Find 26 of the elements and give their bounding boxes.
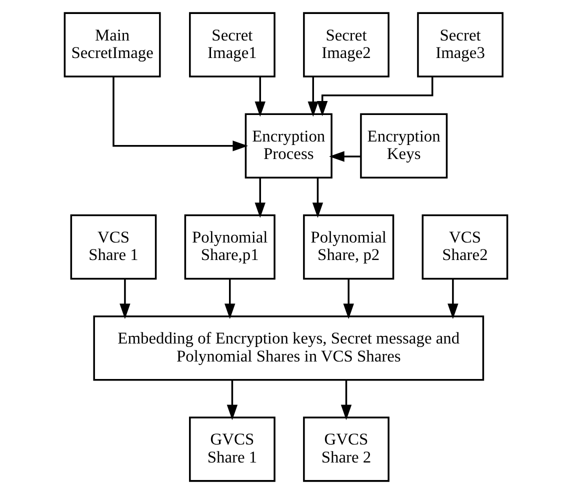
node-box: Secret Image2 (303, 12, 390, 78)
arrow (308, 76, 318, 117)
arrow (343, 278, 354, 319)
arrow (340, 380, 352, 420)
node-box: GVCS Share 2 (303, 416, 390, 482)
node-box: Main SecretImage (64, 12, 161, 78)
node-box: VCS Share2 (422, 214, 508, 280)
arrow (329, 151, 361, 162)
arrow (317, 77, 434, 116)
arrow (224, 278, 236, 319)
arrow (448, 278, 458, 319)
arrow (312, 178, 324, 218)
node-box: Polynomial Share, p2 (303, 214, 394, 280)
node-box: Embedding of Encryption keys, Secret message and Polynomial Shares in VCS Shares (93, 315, 484, 381)
node-box: Encryption Keys (360, 113, 448, 179)
arrow (120, 278, 130, 319)
arrow (112, 76, 248, 152)
arrow (254, 76, 266, 117)
node-box: Secret Image3 (417, 12, 504, 78)
arrow (226, 380, 238, 420)
node-box: GVCS Share 1 (189, 416, 276, 482)
node-box: VCS Share 1 (70, 214, 157, 280)
node-box: Secret Image1 (189, 12, 276, 78)
node-box: Polynomial Share,p1 (184, 214, 276, 280)
arrow (254, 178, 266, 218)
node-box: Encryption Process (244, 113, 332, 179)
